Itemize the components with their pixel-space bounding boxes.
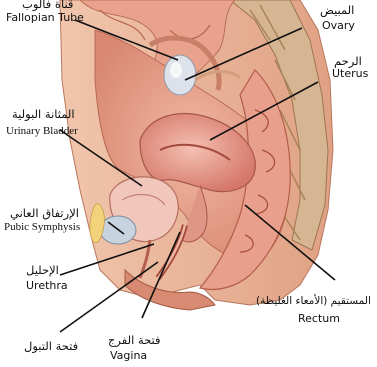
pubic-symphysis-label-en: Pubic Symphysis	[4, 222, 80, 234]
urethra-label-en: Urethra	[26, 280, 68, 292]
ovary-highlight	[170, 62, 182, 78]
vaginal-opening-label-en: Vagina	[110, 350, 147, 362]
ovary-label-en: Ovary	[322, 20, 355, 32]
ovary-label-ar: المبيض	[320, 4, 354, 16]
rectum-label-en: Rectum	[298, 313, 340, 325]
rectum-label-ar: المستقيم (الأمعاء الغليظة)	[256, 296, 371, 307]
fallopian-tube-label-ar: قناة فالوب	[22, 0, 73, 10]
urinary-bladder-label-en: Urinary Bladder	[6, 126, 78, 138]
uterus-label-ar: الرحم	[334, 55, 362, 67]
urinary-bladder-label-ar: المثانة البولية	[12, 108, 75, 120]
urinary-opening-label-ar: فتحة التبول	[24, 340, 78, 352]
fallopian-tube-label-en: Fallopian Tube	[6, 12, 84, 24]
uterus-label-en: Uterus	[332, 68, 368, 80]
urethra-label-ar: الإحليل	[26, 264, 59, 276]
pubic-symphysis-label-ar: الإرتفاق العاني	[10, 207, 79, 219]
vaginal-opening-label-ar: فتحة الفرج	[108, 334, 161, 346]
